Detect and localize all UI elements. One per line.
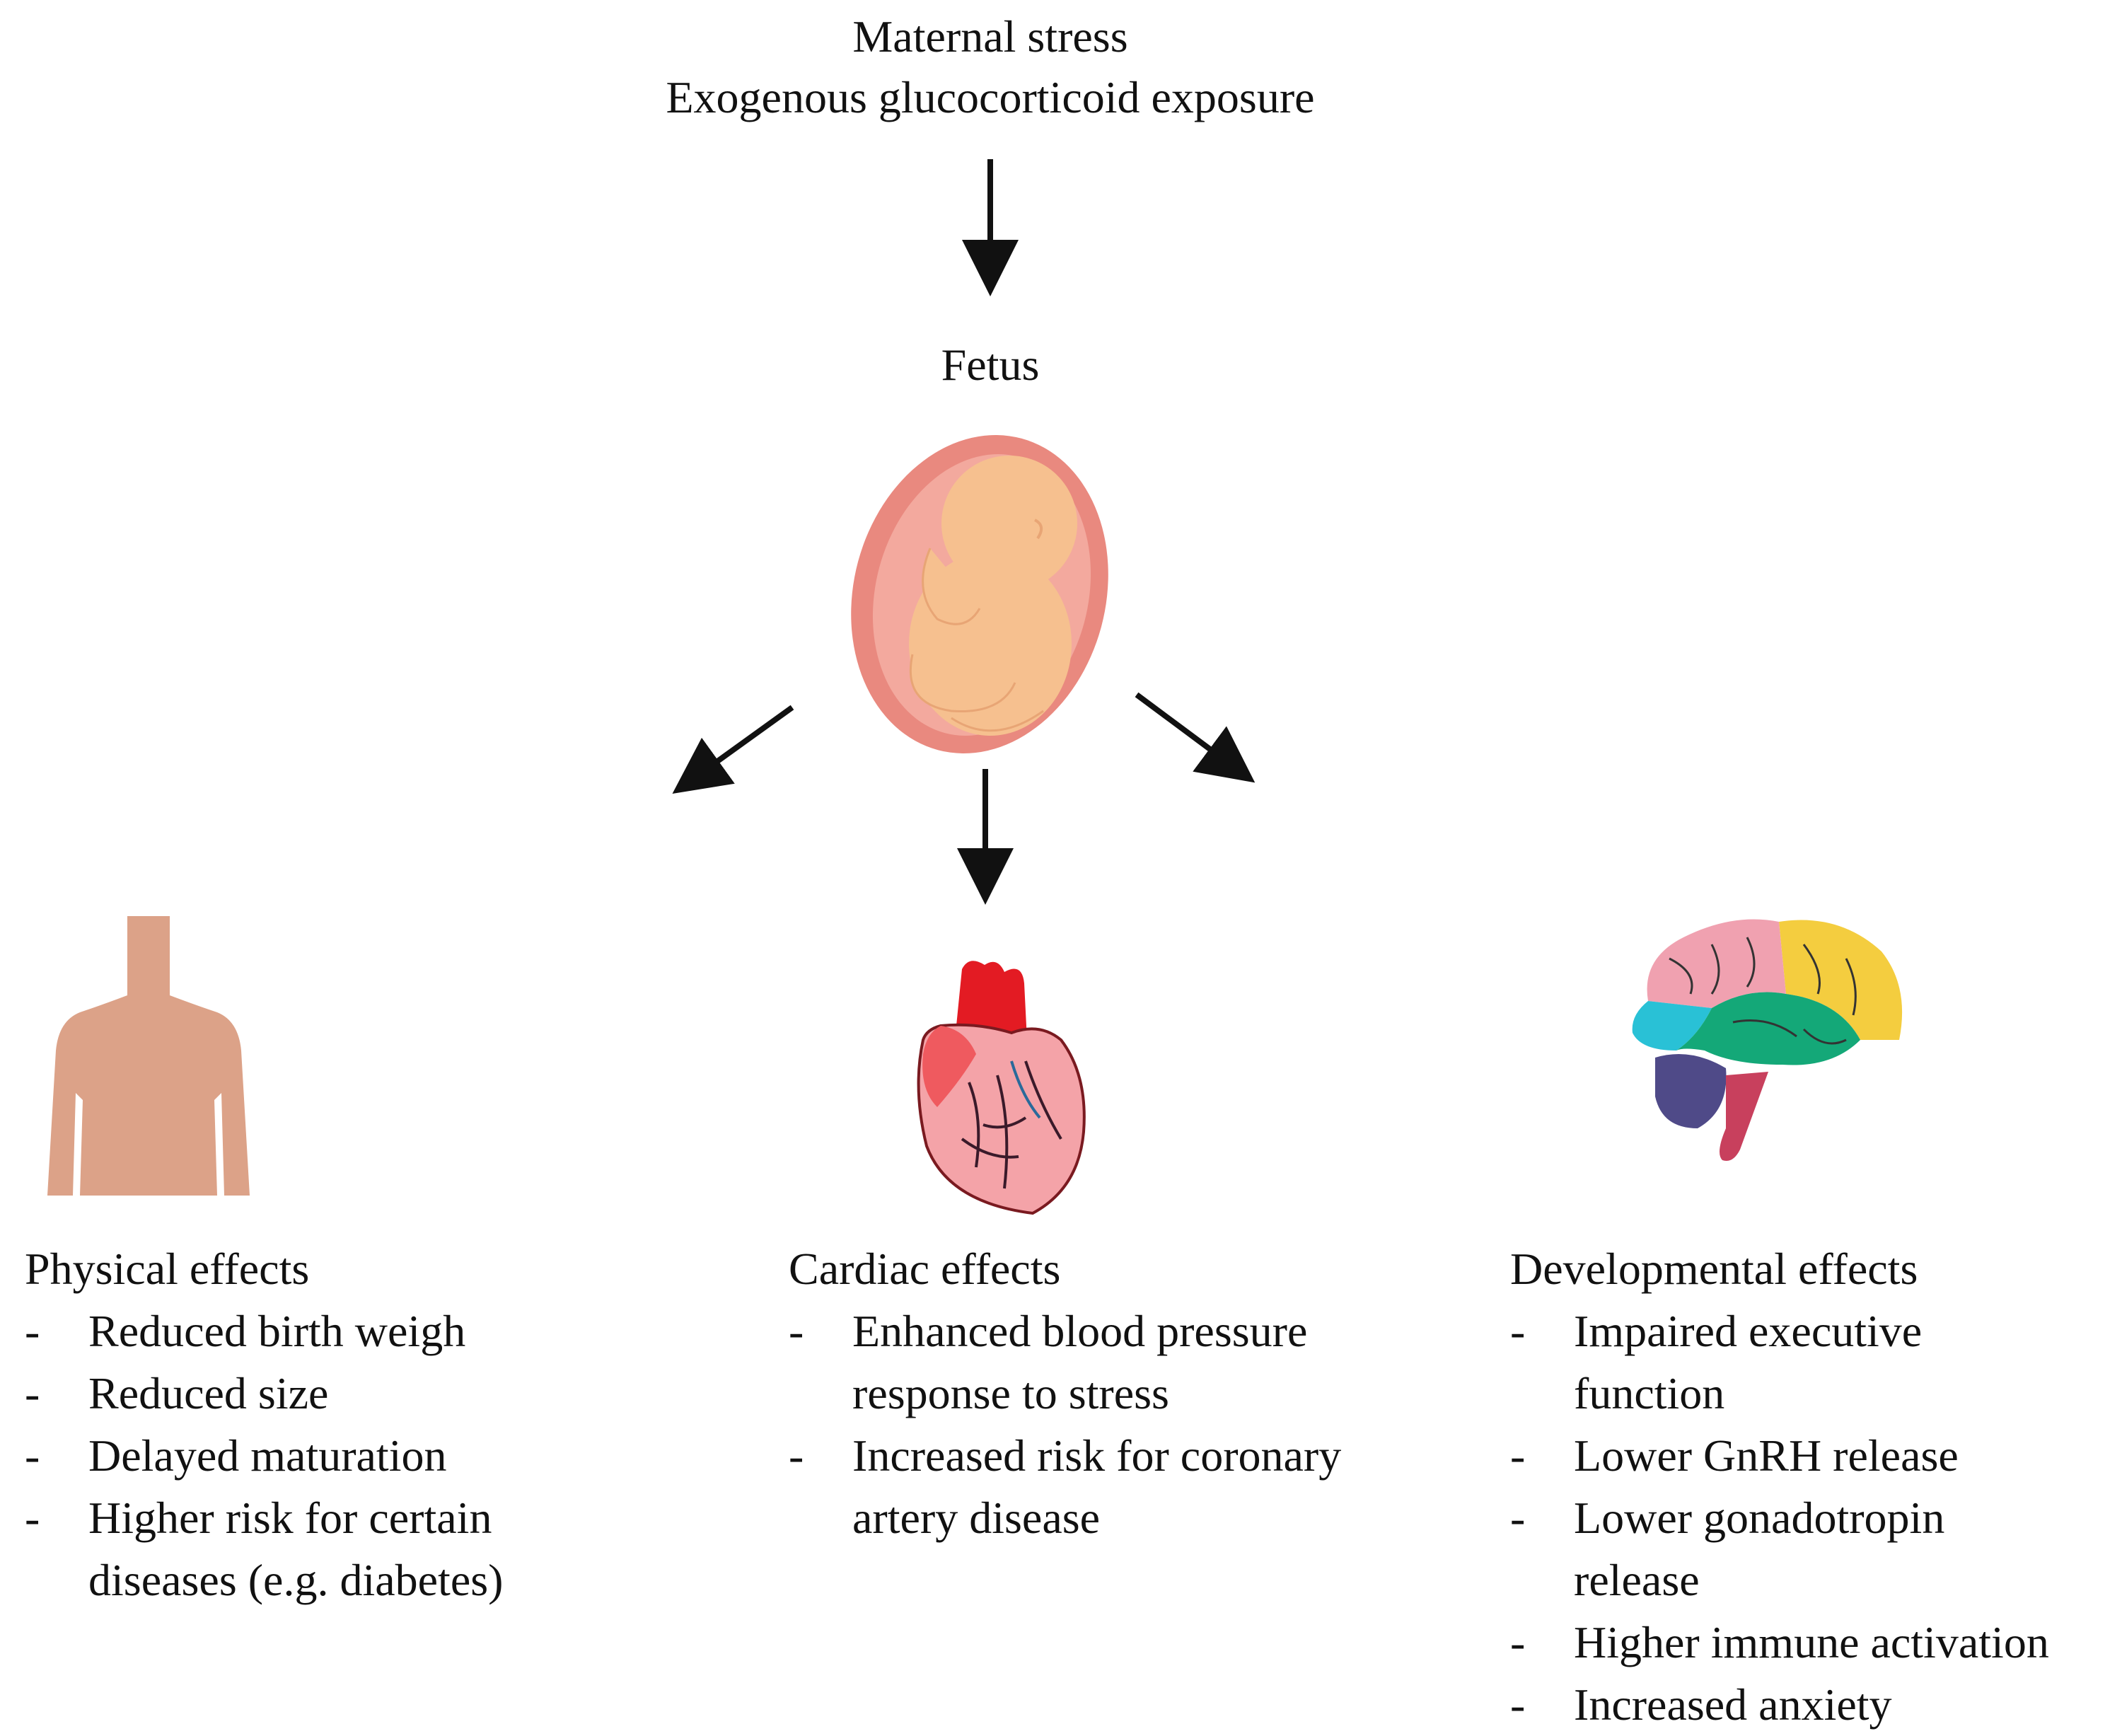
column-cardiac-effects: Cardiac effects -Enhanced blood pressure… bbox=[789, 1238, 1425, 1549]
list-item: -Higher immune activation bbox=[1510, 1611, 2118, 1674]
bullet-dash: - bbox=[25, 1306, 40, 1356]
list-item-text: Increased risk for coronary artery disea… bbox=[852, 1430, 1342, 1543]
bullet-dash: - bbox=[25, 1430, 40, 1481]
fetus-label: Fetus bbox=[941, 340, 1040, 390]
list-item: -Reduced birth weigh bbox=[25, 1300, 647, 1362]
list-item-text: Higher risk for certain diseases (e.g. d… bbox=[88, 1493, 504, 1605]
fetus-in-womb-icon bbox=[851, 435, 1108, 753]
bullet-dash: - bbox=[1510, 1493, 1526, 1543]
list-item: -Higher risk for certain diseases (e.g. … bbox=[25, 1487, 598, 1611]
arrow-fetus-to-developmental bbox=[1135, 692, 1256, 783]
top-line-2: Exogenous glucocorticoid exposure bbox=[666, 72, 1315, 122]
column-title: Physical effects bbox=[25, 1244, 310, 1294]
column-title: Cardiac effects bbox=[789, 1244, 1061, 1294]
bullet-dash: - bbox=[789, 1306, 804, 1356]
list-item-text: Delayed maturation bbox=[88, 1430, 447, 1481]
list-item-text: Higher immune activation bbox=[1574, 1617, 2049, 1667]
column-title: Developmental effects bbox=[1510, 1244, 1918, 1294]
column-physical-effects: Physical effects -Reduced birth weigh -R… bbox=[25, 1238, 647, 1611]
top-line-1: Maternal stress bbox=[852, 11, 1128, 62]
list-item-text: Increased anxiety bbox=[1574, 1679, 1892, 1730]
list-item: -Lower gonadotropin release bbox=[1510, 1487, 1970, 1611]
column-developmental-effects: Developmental effects -Impaired executiv… bbox=[1510, 1238, 2118, 1736]
effects-list: -Reduced birth weigh -Reduced size -Dela… bbox=[25, 1300, 647, 1611]
list-item: -Delayed maturation bbox=[25, 1425, 647, 1487]
list-item-text: Lower GnRH release bbox=[1574, 1430, 1959, 1481]
list-item-text: Lower gonadotropin release bbox=[1574, 1493, 1945, 1605]
bullet-dash: - bbox=[789, 1430, 804, 1481]
list-item-text: Impaired executive function bbox=[1574, 1306, 1923, 1418]
human-torso-icon bbox=[47, 916, 250, 1196]
bullet-dash: - bbox=[25, 1368, 40, 1418]
list-item: -Enhanced blood pressure response to str… bbox=[789, 1300, 1362, 1425]
effects-list: -Enhanced blood pressure response to str… bbox=[789, 1300, 1425, 1549]
list-item: -Increased anxiety bbox=[1510, 1674, 2118, 1736]
list-item: -Impaired executive function bbox=[1510, 1300, 1970, 1425]
arrow-fetus-to-physical bbox=[672, 705, 794, 794]
bullet-dash: - bbox=[1510, 1306, 1526, 1356]
brain-icon bbox=[1632, 919, 1903, 1161]
list-item: -Reduced size bbox=[25, 1362, 647, 1425]
bullet-dash: - bbox=[1510, 1617, 1526, 1667]
list-item-text: Enhanced blood pressure response to stre… bbox=[852, 1306, 1308, 1418]
list-item: -Increased risk for coronary artery dise… bbox=[789, 1425, 1432, 1549]
list-item: -Lower GnRH release bbox=[1510, 1425, 2118, 1487]
list-item-text: Reduced size bbox=[88, 1368, 329, 1418]
bullet-dash: - bbox=[1510, 1679, 1526, 1730]
effects-list: -Impaired executive function -Lower GnRH… bbox=[1510, 1300, 2118, 1736]
anatomical-heart-icon bbox=[917, 961, 1086, 1215]
bullet-dash: - bbox=[25, 1493, 40, 1543]
bullet-dash: - bbox=[1510, 1430, 1526, 1481]
list-item-text: Reduced birth weigh bbox=[88, 1306, 466, 1356]
